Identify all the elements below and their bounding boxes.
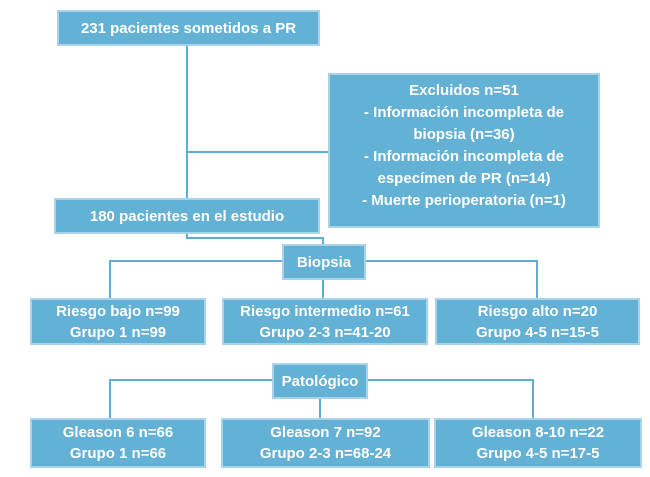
node-gleason-7-line2: Grupo 2-3 n=68-24 xyxy=(259,445,392,462)
node-gleason-8-10-line2: Grupo 4-5 n=17-5 xyxy=(476,445,600,462)
node-risk-low-line2: Grupo 1 n=99 xyxy=(69,323,167,341)
node-study-patients-label: 180 pacientes en el estudio xyxy=(89,207,285,225)
node-gleason-6: Gleason 6 n=66 Grupo 1 n=66 xyxy=(30,418,206,468)
node-risk-low-line1: Riesgo bajo n=99 xyxy=(56,302,180,320)
node-excluded-title: Excluidos n=51 xyxy=(409,82,519,99)
node-excluded-reason-death: - Muerte perioperatoria (n=1) xyxy=(362,192,566,209)
node-excluded-reason-biopsy: - Información incompleta de biopsia (n=3… xyxy=(363,104,565,143)
connector-path-left-h xyxy=(109,379,273,381)
connector-path-right-h xyxy=(366,379,534,381)
connector-path-left-v xyxy=(109,379,111,418)
connector-into-biopsy xyxy=(322,237,324,245)
connector-biopsy-left-h xyxy=(109,260,283,262)
node-risk-intermediate: Riesgo intermedio n=61 Grupo 2-3 n=41-20 xyxy=(222,298,428,345)
node-gleason-6-line1: Gleason 6 n=66 xyxy=(62,424,174,441)
node-excluded: Excluidos n=51 - Información incompleta … xyxy=(328,73,600,228)
node-excluded-reason-specimen: - Información incompleta de especímen de… xyxy=(363,148,565,187)
connector-path-center-v xyxy=(319,397,321,418)
node-total-patients: 231 pacientes sometidos a PR xyxy=(57,10,320,46)
node-gleason-8-10: Gleason 8-10 n=22 Grupo 4-5 n=17-5 xyxy=(434,418,642,468)
node-gleason-6-line2: Grupo 1 n=66 xyxy=(69,445,167,462)
node-risk-high-line1: Riesgo alto n=20 xyxy=(477,302,598,320)
connector-biopsy-center-v xyxy=(322,278,324,298)
node-gleason-7: Gleason 7 n=92 Grupo 2-3 n=68-24 xyxy=(221,418,430,468)
node-pathology-header: Patológico xyxy=(272,363,368,399)
connector-study-down xyxy=(186,232,188,239)
node-total-patients-label: 231 pacientes sometidos a PR xyxy=(80,19,297,37)
connector-path-right-v xyxy=(532,379,534,418)
node-risk-high: Riesgo alto n=20 Grupo 4-5 n=15-5 xyxy=(435,298,640,345)
node-risk-intermediate-line2: Grupo 2-3 n=41-20 xyxy=(259,323,391,341)
node-risk-intermediate-line1: Riesgo intermedio n=61 xyxy=(240,302,410,320)
node-study-patients: 180 pacientes en el estudio xyxy=(54,198,320,234)
node-gleason-8-10-line1: Gleason 8-10 n=22 xyxy=(471,424,605,441)
node-risk-low: Riesgo bajo n=99 Grupo 1 n=99 xyxy=(30,298,206,345)
connector-to-excluded xyxy=(186,151,328,153)
connector-total-to-study xyxy=(186,45,188,199)
connector-study-elbow xyxy=(186,237,324,239)
node-biopsy-header-label: Biopsia xyxy=(296,253,352,271)
node-gleason-7-line1: Gleason 7 n=92 xyxy=(270,424,381,441)
node-pathology-header-label: Patológico xyxy=(281,372,359,390)
node-biopsy-header: Biopsia xyxy=(282,244,366,280)
connector-biopsy-right-h xyxy=(365,260,538,262)
node-risk-high-line2: Grupo 4-5 n=15-5 xyxy=(476,323,599,341)
connector-biopsy-right-v xyxy=(536,260,538,298)
connector-biopsy-left-v xyxy=(109,260,111,298)
